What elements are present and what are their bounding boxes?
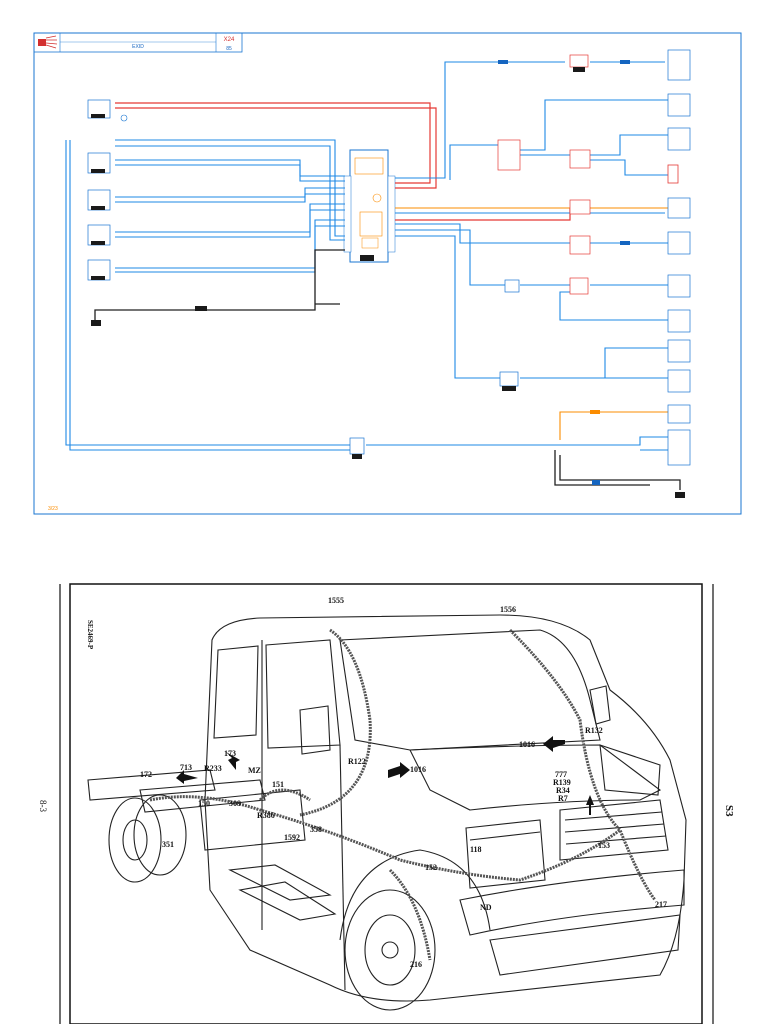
- truck-drawing: [87, 614, 687, 1011]
- header-title: EXID: [132, 44, 144, 50]
- callout-label: 118: [470, 845, 482, 854]
- callouts: 1555 1556 R132 1016 777 R139 R34 R7 172 …: [140, 596, 667, 969]
- callout-label: 1016: [519, 740, 535, 749]
- callout-label: 153: [598, 841, 610, 850]
- callout-label: MZ: [248, 766, 261, 775]
- callout-label: R139: [553, 778, 571, 787]
- margin-page-number: 8-3: [38, 800, 48, 812]
- wire-ground: [94, 249, 681, 490]
- callout-label: 358: [310, 825, 322, 834]
- callout-label: 1592: [284, 833, 300, 842]
- right-components: [497, 49, 691, 498]
- callout-label: 309: [229, 799, 241, 808]
- callout-label: 217: [655, 900, 667, 909]
- wire-bundle-right: [366, 61, 668, 451]
- callout-label: 1016: [410, 765, 426, 774]
- wire-bundle-left: [65, 139, 350, 451]
- callout-label: R34: [556, 786, 570, 795]
- wire-orange: [395, 207, 668, 440]
- header-code: X24: [224, 37, 235, 43]
- header-sub: 85: [226, 46, 232, 52]
- central-unit: [343, 149, 396, 263]
- connector-icon: [38, 39, 46, 46]
- direction-arrows: [176, 736, 594, 815]
- callout-label: R7: [558, 794, 568, 803]
- callout-label: 713: [180, 763, 192, 772]
- wiring-schematic: EXID X24 85: [33, 32, 742, 515]
- illustration-frame: [69, 583, 703, 1025]
- callout-label: 173: [224, 749, 236, 758]
- callout-label: 1555: [328, 596, 344, 605]
- callout-label: ND: [480, 903, 492, 912]
- callout-label: 1556: [500, 605, 516, 614]
- callout-label: 151: [272, 780, 284, 789]
- callout-label: 150: [198, 799, 210, 808]
- callout-label: 351: [162, 840, 174, 849]
- wiring-harness: [149, 628, 657, 961]
- page-reference: 3/23: [48, 506, 58, 512]
- left-components: [87, 99, 365, 459]
- callout-label: R233: [204, 764, 222, 773]
- sheet-code: SE2469-P: [86, 620, 94, 650]
- callout-label: R132: [585, 726, 603, 735]
- callout-label: 216: [410, 960, 422, 969]
- vehicle-illustration: SE2469-P 8-3 S3: [38, 583, 735, 1025]
- schematic-header: EXID X24 85: [33, 32, 243, 53]
- schematic-frame: [33, 32, 742, 515]
- callout-label: 172: [140, 770, 152, 779]
- callout-label: 777: [555, 770, 567, 779]
- callout-label: R386: [257, 811, 275, 820]
- callout-label: 152: [425, 863, 437, 872]
- section-label: S3: [723, 805, 735, 817]
- callout-label: R122: [348, 757, 366, 766]
